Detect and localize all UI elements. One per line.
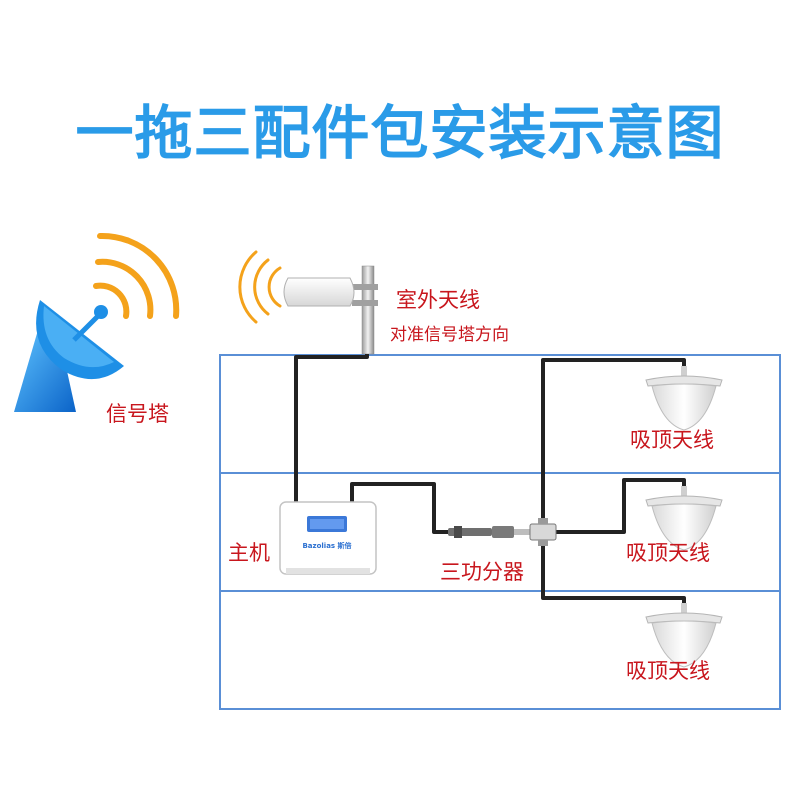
page-title: 一拖三配件包安装示意图 <box>75 99 725 167</box>
host-brand-text: Bazolias 斯倍 <box>302 541 351 550</box>
cable-antenna-to-host <box>294 354 369 502</box>
label-ceiling-antenna-1: 吸顶天线 <box>630 428 714 452</box>
label-outdoor-antenna: 室外天线 <box>396 288 480 312</box>
cable-splitter-to-ceiling-3 <box>541 544 686 604</box>
label-ceiling-antenna-2: 吸顶天线 <box>626 541 710 565</box>
repeater-host-icon: Bazolias 斯倍 <box>279 501 377 575</box>
cable-splitter-to-ceiling-2 <box>556 478 686 534</box>
label-outdoor-antenna-note: 对准信号塔方向 <box>390 325 509 345</box>
three-way-splitter-icon <box>448 518 557 546</box>
panel-antenna-icon <box>238 250 378 355</box>
cables <box>294 354 686 604</box>
cable-splitter-to-ceiling-1 <box>541 358 686 522</box>
label-tower: 信号塔 <box>106 402 169 426</box>
satellite-dish-tower-icon <box>14 232 180 412</box>
label-ceiling-antenna-3: 吸顶天线 <box>626 659 710 683</box>
label-splitter: 三功分器 <box>440 560 524 584</box>
building-floors <box>219 354 781 710</box>
floor-3 <box>219 590 781 710</box>
label-host: 主机 <box>228 541 270 565</box>
ceiling-dome-antenna-icon <box>645 365 723 431</box>
cable-host-to-splitter <box>350 482 448 534</box>
